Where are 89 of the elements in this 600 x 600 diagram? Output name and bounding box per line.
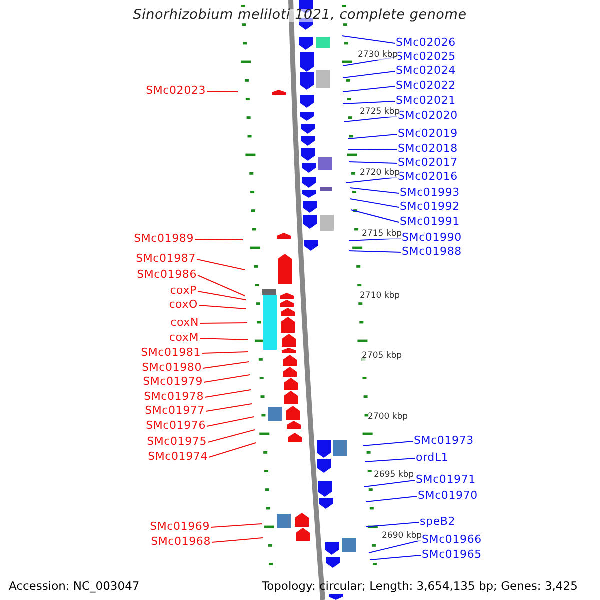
- gene-label: SMc02021: [396, 94, 456, 107]
- leader-line: [208, 430, 256, 443]
- gene-label: ordL1: [416, 451, 449, 464]
- leader-line: [368, 540, 422, 554]
- gene-label: SMc01969: [150, 520, 210, 533]
- leader-line: [206, 404, 252, 412]
- leader-line: [202, 352, 248, 354]
- leader-line: [206, 91, 238, 92]
- gene-label: coxP: [170, 284, 197, 297]
- leader-line: [348, 134, 398, 140]
- scale-label: 2695 kbp: [374, 471, 414, 480]
- scale-label: 2690 kbp: [382, 532, 422, 541]
- gene-label: SMc01978: [144, 390, 204, 403]
- gene-label: SMc01992: [400, 200, 460, 213]
- gene-label: SMc01979: [143, 375, 203, 388]
- gene-label: SMc01966: [422, 533, 482, 546]
- leader-line: [350, 210, 400, 223]
- gene-label: SMc01971: [416, 473, 476, 486]
- leader-line: [204, 374, 250, 383]
- gene-label: SMc01988: [402, 245, 462, 258]
- gene-label: SMc02023: [146, 84, 206, 97]
- gene-label: SMc01976: [146, 419, 206, 432]
- leader-line: [370, 555, 422, 560]
- leader-line: [206, 416, 254, 427]
- leader-line: [366, 496, 418, 502]
- leader-line: [350, 198, 400, 208]
- gene-label: SMc01991: [400, 215, 460, 228]
- gene-label: SMc01980: [142, 361, 202, 374]
- gene-label: SMc02026: [396, 36, 456, 49]
- gene-label: SMc02019: [398, 127, 458, 140]
- gene-label: SMc01990: [402, 231, 462, 244]
- gene-label: SMc01974: [148, 450, 208, 463]
- scale-label: 2705 kbp: [362, 352, 402, 361]
- leader-line: [342, 86, 396, 92]
- gene-label: SMc01986: [137, 268, 197, 281]
- scale-label: 2730 kbp: [358, 51, 398, 60]
- gene-label: SMc02022: [396, 79, 456, 92]
- leader-line: [200, 338, 248, 340]
- leader-line: [342, 101, 396, 104]
- leader-line: [364, 458, 416, 462]
- leader-line: [366, 522, 420, 528]
- leader-line: [194, 239, 244, 240]
- gene-label: SMc01968: [151, 535, 211, 548]
- info-text: Topology: circular; Length: 3,654,135 bp; Genes: 3,425: [262, 580, 578, 593]
- gene-label: coxO: [169, 298, 198, 311]
- leader-line: [198, 275, 246, 296]
- gene-label: coxM: [169, 331, 199, 344]
- leader-line: [346, 177, 398, 184]
- gene-label: SMc01993: [400, 186, 460, 199]
- gene-label: SMc01981: [141, 346, 201, 359]
- scale-label: 2710 kbp: [360, 292, 400, 301]
- gene-label: SMc02020: [398, 109, 458, 122]
- scale-label: 2725 kbp: [360, 108, 400, 117]
- scale-label: 2720 kbp: [360, 169, 400, 178]
- leader-line: [204, 390, 252, 398]
- info-text: Accession: NC_003047: [9, 580, 140, 593]
- leader-line: [348, 250, 402, 253]
- gene-label: SMc02017: [398, 156, 458, 169]
- leader-line: [342, 71, 396, 78]
- leader-line: [198, 305, 246, 310]
- leader-line: [202, 362, 250, 369]
- leader-line: [342, 36, 396, 44]
- leader-line: [350, 188, 400, 194]
- gene-label: SMc01987: [136, 252, 196, 265]
- gene-label: SMc01977: [145, 404, 205, 417]
- gene-label: coxN: [170, 316, 199, 329]
- leader-line: [210, 524, 262, 528]
- scale-label: 2700 kbp: [368, 413, 408, 422]
- leader-line: [200, 322, 248, 324]
- gene-label: SMc01975: [147, 435, 207, 448]
- gene-label: speB2: [420, 515, 456, 528]
- gene-label: SMc02025: [396, 50, 456, 63]
- gene-label: SMc01989: [134, 232, 194, 245]
- scale-label: 2715 kbp: [362, 230, 402, 239]
- gene-label: SMc01973: [414, 434, 474, 447]
- leader-line: [198, 291, 246, 300]
- leader-line: [364, 480, 416, 488]
- leader-line: [208, 442, 256, 458]
- leader-line: [344, 116, 398, 122]
- leader-line: [348, 162, 398, 164]
- gene-label: SMc02024: [396, 64, 456, 77]
- leader-line: [348, 149, 398, 150]
- gene-label: SMc01965: [422, 548, 482, 561]
- leader-line: [196, 259, 246, 270]
- leader-line: [362, 441, 414, 446]
- gene-label: SMc01970: [418, 489, 478, 502]
- leader-line: [212, 538, 264, 543]
- gene-label: SMc02018: [398, 142, 458, 155]
- gene-label: SMc02016: [398, 170, 458, 183]
